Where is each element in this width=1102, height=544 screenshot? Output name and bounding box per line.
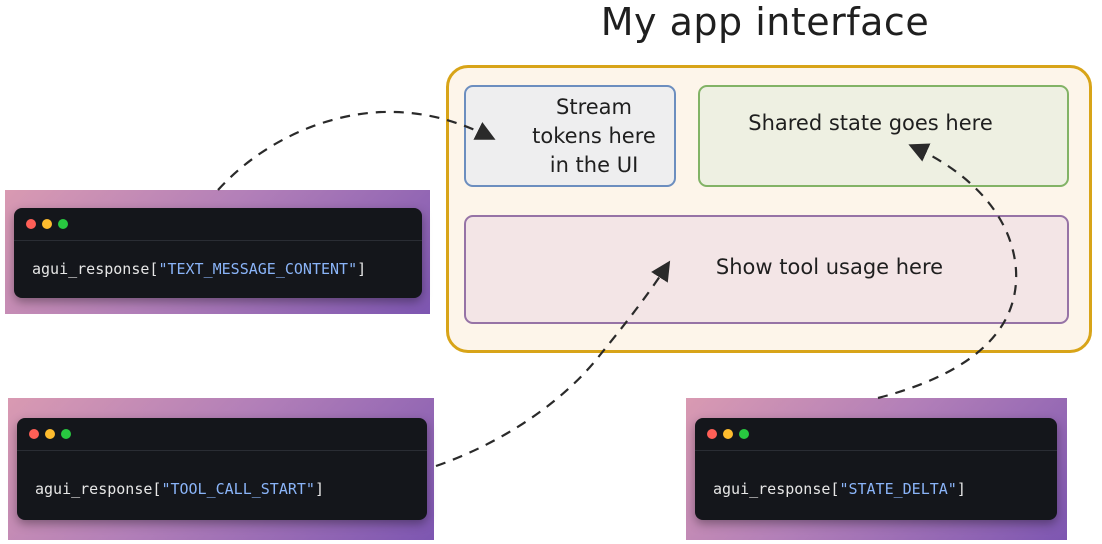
stream-tokens-panel: Stream tokens here in the UI <box>464 85 676 187</box>
code-line: agui_response["STATE_DELTA"] <box>713 480 966 498</box>
dashed-arrow-icon <box>435 260 671 468</box>
terminal-tool-call-start: agui_response["TOOL_CALL_START"] <box>17 418 427 520</box>
close-dot-icon <box>26 219 36 229</box>
maximize-dot-icon <box>61 429 71 439</box>
stream-tokens-label: Stream tokens here in the UI <box>532 94 656 177</box>
code-suffix: ] <box>357 260 367 278</box>
diagram-title: My app interface <box>600 0 930 44</box>
code-event-key: "TEXT_MESSAGE_CONTENT" <box>158 260 358 278</box>
code-event-key: "STATE_DELTA" <box>839 480 957 498</box>
tool-usage-label: Show tool usage here <box>715 255 944 279</box>
minimize-dot-icon <box>42 219 52 229</box>
minimize-dot-icon <box>723 429 733 439</box>
terminal-title-bar <box>695 418 1057 451</box>
code-prefix: agui_response[ <box>35 480 162 498</box>
code-event-key: "TOOL_CALL_START" <box>161 480 315 498</box>
tool-usage-panel: Show tool usage here <box>464 215 1069 324</box>
code-suffix: ] <box>956 480 966 498</box>
shared-state-panel: Shared state goes here <box>698 85 1069 187</box>
close-dot-icon <box>707 429 717 439</box>
code-prefix: agui_response[ <box>32 260 159 278</box>
terminal-state-delta: agui_response["STATE_DELTA"] <box>695 418 1057 520</box>
code-line: agui_response["TEXT_MESSAGE_CONTENT"] <box>32 260 366 278</box>
minimize-dot-icon <box>45 429 55 439</box>
code-suffix: ] <box>314 480 324 498</box>
maximize-dot-icon <box>58 219 68 229</box>
code-prefix: agui_response[ <box>713 480 840 498</box>
maximize-dot-icon <box>739 429 749 439</box>
terminal-title-bar <box>17 418 427 451</box>
terminal-title-bar <box>14 208 422 241</box>
shared-state-label: Shared state goes here <box>748 110 993 135</box>
code-line: agui_response["TOOL_CALL_START"] <box>35 480 324 498</box>
dashed-arrow-icon <box>877 143 1018 400</box>
terminal-text-message-content: agui_response["TEXT_MESSAGE_CONTENT"] <box>14 208 422 298</box>
close-dot-icon <box>29 429 39 439</box>
dashed-arrow-icon <box>217 110 496 191</box>
